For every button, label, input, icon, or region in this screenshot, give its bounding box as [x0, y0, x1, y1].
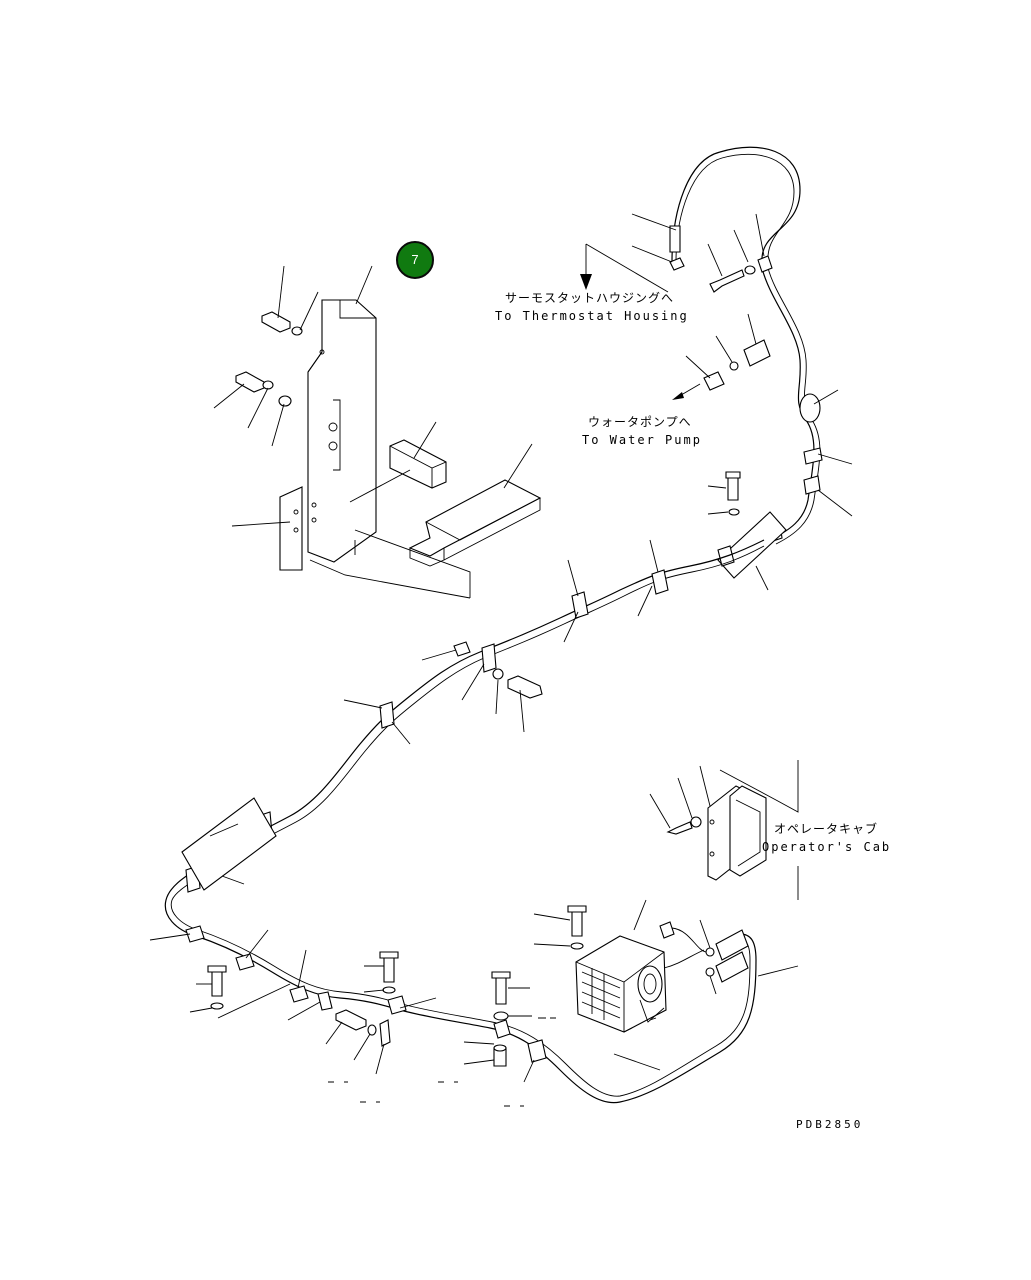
cover-plate [408, 479, 542, 567]
main-heater-hose [164, 539, 765, 1104]
water-pump-label-jp: ウォータポンプへ [588, 415, 692, 429]
clamp-bolt-upper [707, 471, 741, 516]
hose-clamp-plate [717, 511, 787, 579]
water-pump-label-en: To Water Pump [582, 433, 702, 447]
thermostat-label-jp: サーモスタットハウジングへ [505, 291, 675, 305]
thermostat-label-en: To Thermostat Housing [495, 309, 689, 323]
thermostat-fittings [580, 213, 773, 293]
drawing-code: PDB2850 [796, 1118, 864, 1131]
leader-lines-right [755, 389, 853, 591]
operator-cab [649, 760, 799, 900]
lower-left-fasteners [189, 951, 437, 1075]
bolt-group-bracket [235, 311, 303, 407]
water-pump-fittings [672, 313, 771, 400]
heater-unit [575, 899, 707, 1033]
operator-cab-label-en: Operator's Cab [762, 840, 892, 854]
bottom-marks [328, 1017, 556, 1107]
operator-cab-label-jp: オペレータキャブ [774, 822, 879, 836]
spacer-block [389, 439, 447, 489]
section-number-badge: 7 [396, 241, 434, 279]
thermostat-hose [671, 146, 823, 545]
heater-fasteners [463, 905, 587, 1083]
return-hose [613, 919, 799, 1071]
leader-lines-bracket [213, 265, 533, 527]
middle-fasteners [149, 539, 659, 989]
hose-sleeves [181, 797, 277, 891]
mounting-bracket [279, 299, 471, 599]
